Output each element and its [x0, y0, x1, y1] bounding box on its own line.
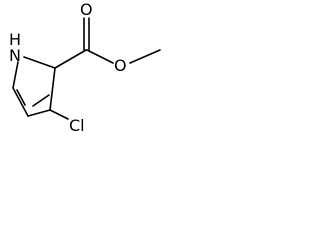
atom-label-nh-h: H: [9, 30, 21, 49]
atom-label-cl: Cl: [69, 116, 85, 135]
atom-label-o-ester: O: [114, 56, 127, 75]
bond-c4-c5-inner: [16, 89, 26, 106]
bond-c2-c3: [49, 67, 56, 111]
atom-label-o-carbonyl: O: [80, 0, 93, 19]
bond-n1-c2: [23, 56, 56, 69]
bond-carbonyl-oester: [86, 49, 114, 64]
bond-c4-c5: [12, 87, 29, 117]
bond-oester-methyl: [129, 49, 161, 64]
atom-label-nh-n: N: [9, 46, 21, 65]
bond-c5-n1: [12, 61, 19, 89]
molecule-structure: H N O O Cl: [9, 0, 161, 135]
bond-c2-carbonyl: [54, 49, 87, 69]
bond-c3-c4-inner: [32, 94, 50, 107]
bond-c3-c4: [27, 109, 51, 117]
bond-c3-cl: [49, 109, 69, 120]
